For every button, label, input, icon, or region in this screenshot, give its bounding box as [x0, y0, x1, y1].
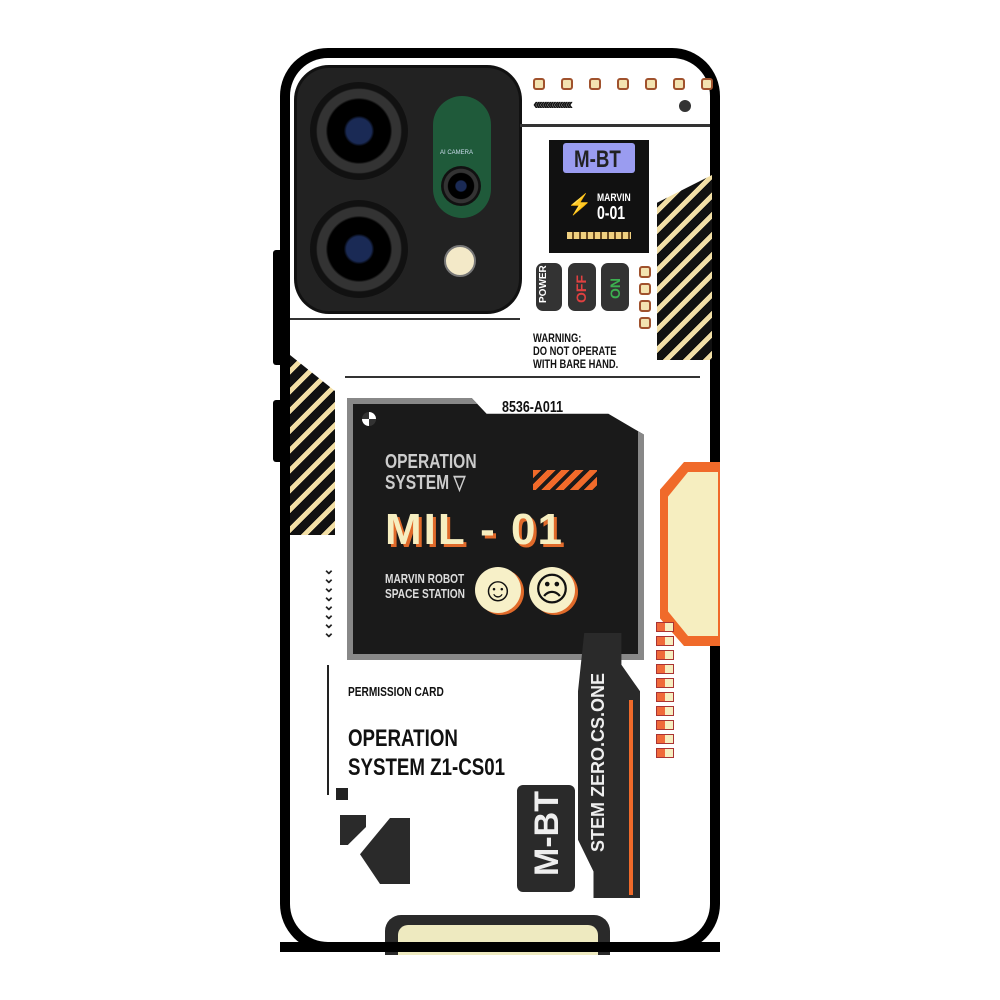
model-number: MIL - 01	[385, 505, 565, 554]
flash-icon	[444, 245, 476, 277]
permission-title: PERMISSION CARD	[348, 684, 444, 699]
badge-code: M-BT	[574, 146, 621, 173]
hazard-icon	[362, 412, 376, 426]
camera-lens-top	[310, 82, 408, 180]
happy-face-icon: ☺	[475, 567, 521, 613]
badge-contacts	[567, 232, 631, 239]
case-bottom-edge	[280, 942, 720, 952]
hexagon-fill	[668, 472, 718, 636]
orange-line	[629, 700, 633, 895]
vertical-bar-text: STEM ZERO.CS.ONE	[588, 672, 608, 852]
side-tag	[517, 785, 575, 892]
main-display-panel	[347, 398, 644, 660]
sad-face-icon: ☹	[529, 567, 575, 613]
lightning-shield-icon: ⚡	[567, 194, 592, 216]
chevrons-down-icon: ⌄⌄⌄⌄⌄⌄⌄⌄	[323, 561, 335, 640]
chevrons-left-icon: ‹‹‹‹‹‹‹‹‹‹‹‹‹‹‹‹	[533, 96, 573, 113]
camera-lens-bottom	[310, 200, 408, 298]
circuit-node	[336, 788, 348, 800]
stripe-panel-left	[290, 355, 335, 535]
indicator-dots-side	[639, 266, 651, 329]
led-strip	[656, 622, 674, 758]
badge-name: MARVIN	[597, 192, 631, 204]
on-switch: ON	[601, 263, 629, 311]
indicator-dots-top	[533, 78, 713, 90]
side-tag-text: M-BT	[528, 791, 566, 876]
mbt-badge: M-BT ⚡ MARVIN 0-01	[549, 140, 649, 253]
circuit-line	[290, 318, 520, 320]
stripe-panel-right	[657, 175, 712, 360]
badge-id: 0-01	[597, 203, 626, 223]
hazard-stripes	[533, 470, 597, 490]
side-button-power	[273, 400, 283, 462]
side-button-volume	[273, 250, 283, 365]
camera-lens-small	[441, 166, 481, 206]
power-switch-label: POWER	[536, 263, 562, 311]
circuit-line	[520, 124, 710, 127]
screw-icon	[679, 100, 691, 112]
off-switch: OFF	[568, 263, 596, 311]
serial-number: 8536-A011	[502, 399, 564, 416]
circuit-line	[327, 665, 329, 795]
circuit-line	[345, 376, 700, 378]
camera-label: AI CAMERA	[440, 150, 474, 156]
